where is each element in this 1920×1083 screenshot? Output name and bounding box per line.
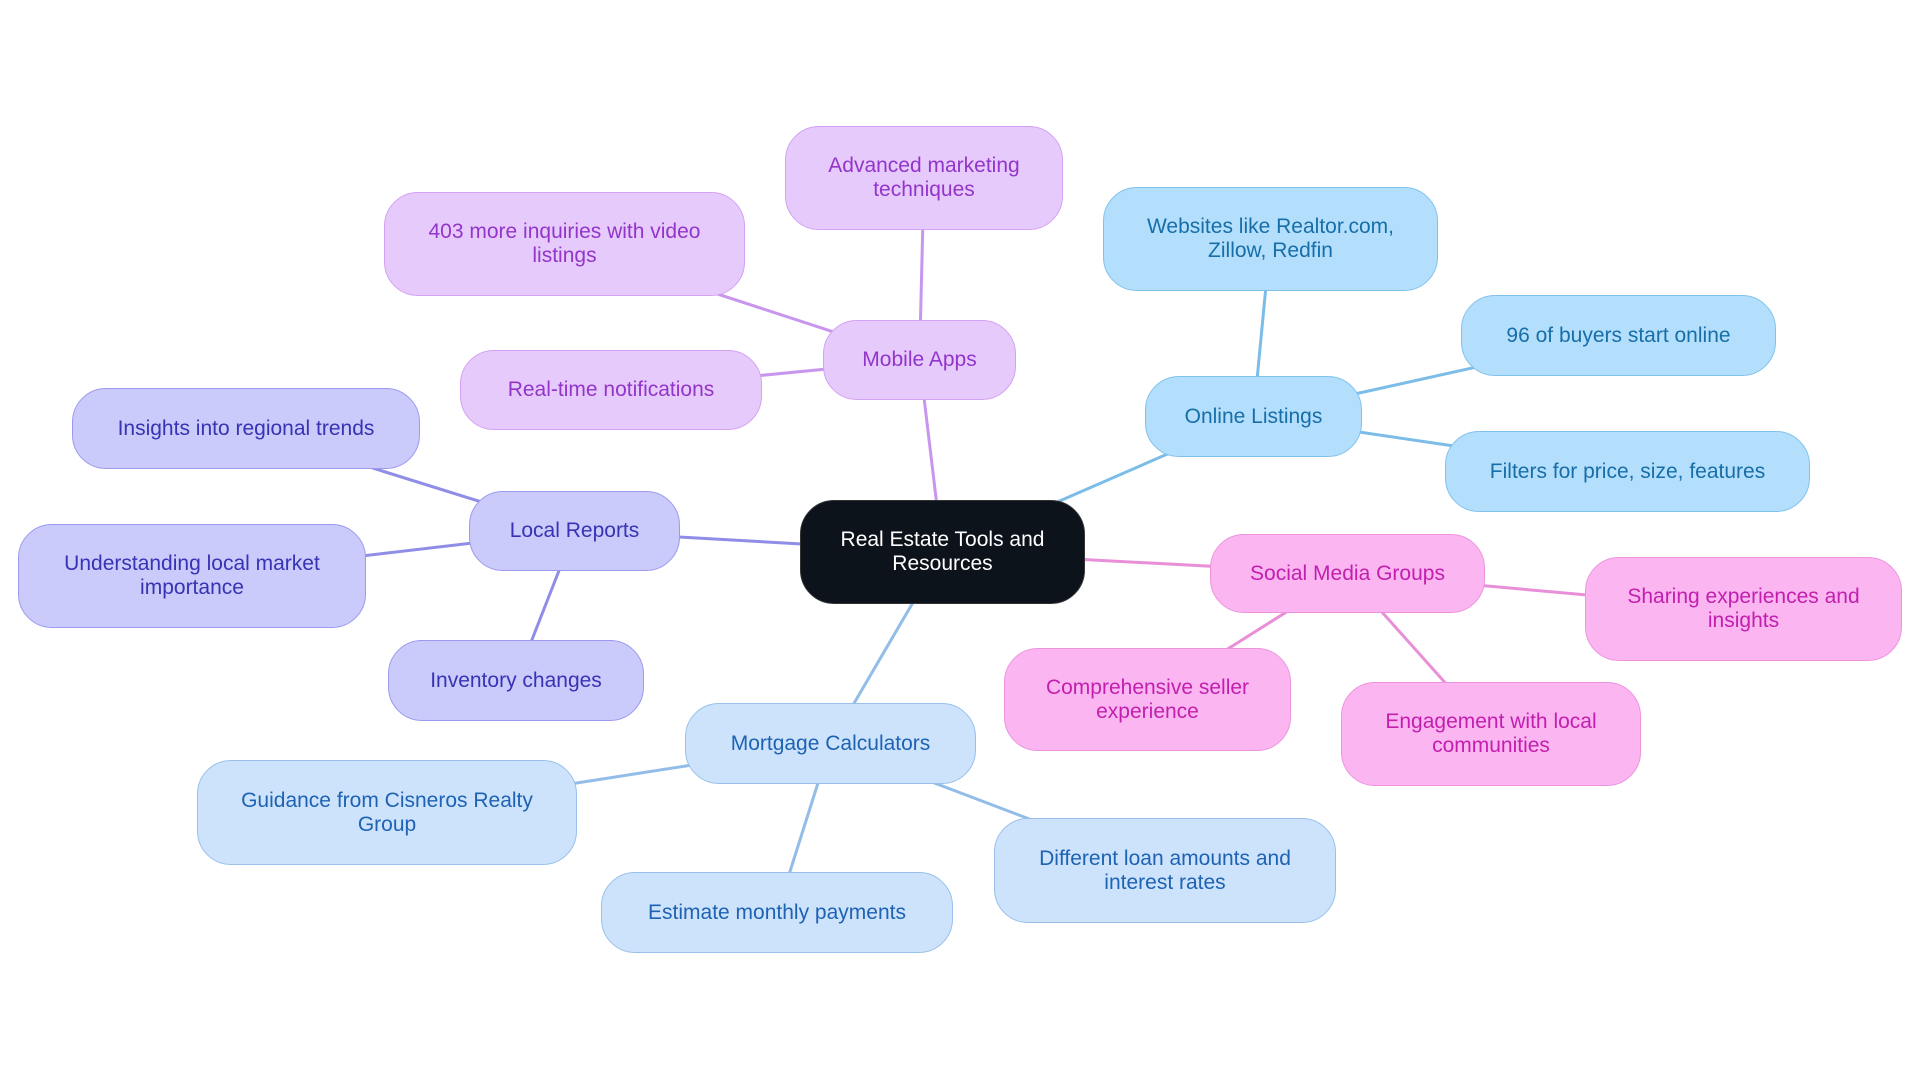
branch-local-reports[interactable]: Local Reports [469, 491, 680, 571]
leaf-sharing-experiences[interactable]: Sharing experiences and insights [1585, 557, 1902, 661]
branch-mobile-apps[interactable]: Mobile Apps [823, 320, 1016, 400]
leaf-local-market[interactable]: Understanding local market importance [18, 524, 366, 628]
branch-mortgage-calculators[interactable]: Mortgage Calculators [685, 703, 976, 784]
branch-social-media[interactable]: Social Media Groups [1210, 534, 1485, 613]
leaf-advanced-marketing[interactable]: Advanced marketing techniques [785, 126, 1063, 230]
leaf-seller-experience[interactable]: Comprehensive seller experience [1004, 648, 1291, 751]
leaf-video-listings[interactable]: 403 more inquiries with video listings [384, 192, 745, 296]
branch-online-listings[interactable]: Online Listings [1145, 376, 1362, 457]
leaf-inventory-changes[interactable]: Inventory changes [388, 640, 644, 721]
leaf-filters[interactable]: Filters for price, size, features [1445, 431, 1810, 512]
leaf-regional-trends[interactable]: Insights into regional trends [72, 388, 420, 469]
leaf-cisneros-guidance[interactable]: Guidance from Cisneros Realty Group [197, 760, 577, 865]
leaf-loan-amounts[interactable]: Different loan amounts and interest rate… [994, 818, 1336, 923]
leaf-monthly-payments[interactable]: Estimate monthly payments [601, 872, 953, 953]
leaf-buyers-online[interactable]: 96 of buyers start online [1461, 295, 1776, 376]
root-node[interactable]: Real Estate Tools and Resources [800, 500, 1085, 604]
leaf-local-communities[interactable]: Engagement with local communities [1341, 682, 1641, 786]
leaf-realtime-notifications[interactable]: Real-time notifications [460, 350, 762, 430]
leaf-websites[interactable]: Websites like Realtor.com, Zillow, Redfi… [1103, 187, 1438, 291]
